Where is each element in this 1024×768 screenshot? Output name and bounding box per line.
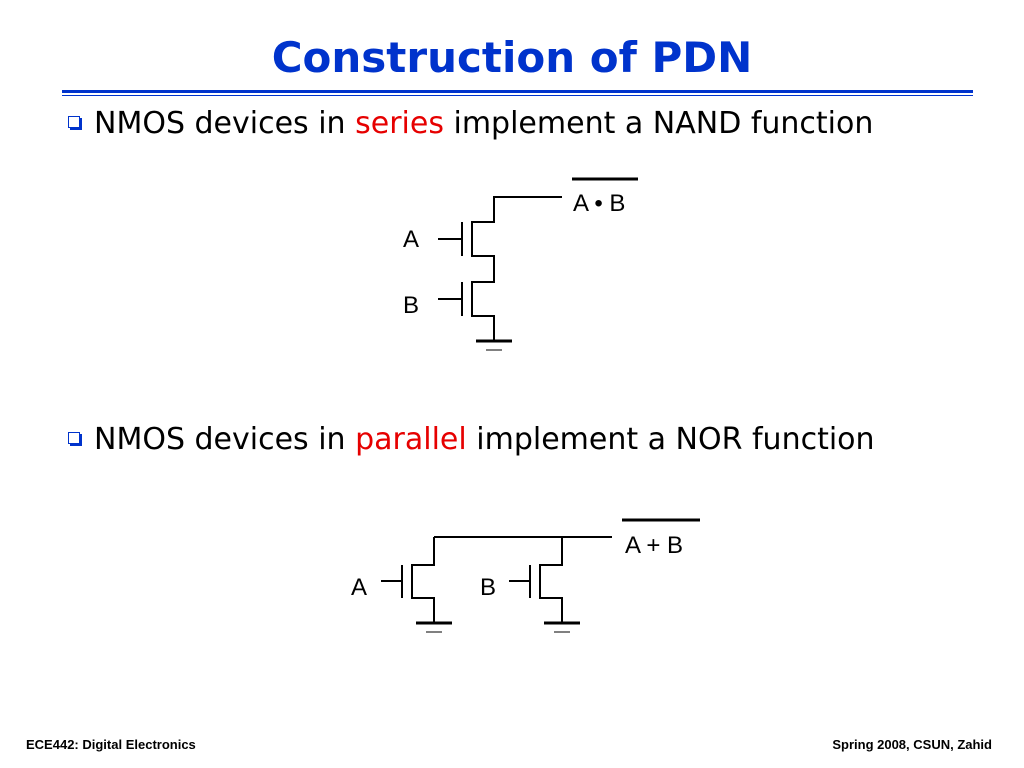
nand-series-path	[471, 196, 562, 340]
nor-output-label: A + B	[625, 532, 683, 559]
bullet-text-suffix: implement a NAND function	[443, 106, 874, 141]
slide-title: Construction of PDN	[271, 33, 753, 82]
nand-pdn-circuit	[438, 177, 638, 351]
title-rule-thick	[62, 90, 973, 93]
bullet-parallel: NMOS devices in parallel implement a NOR…	[68, 422, 875, 458]
nand-input-a-label: A	[403, 226, 419, 253]
square-bullet-icon	[68, 115, 80, 128]
bullet-highlight: parallel	[355, 422, 467, 457]
title-rule-thin	[62, 95, 973, 96]
bullet-text-prefix: NMOS devices in	[94, 106, 356, 141]
square-bullet-icon	[68, 431, 80, 444]
nmos-a-channel	[411, 537, 435, 622]
footer-term-author: Spring 2008, CSUN, Zahid	[832, 737, 992, 752]
nor-input-b-label: B	[480, 574, 496, 601]
nmos-b-channel	[539, 537, 563, 622]
bullet-highlight: series	[355, 106, 444, 141]
nand-output-label: A • B	[573, 190, 625, 217]
footer-course: ECE442: Digital Electronics	[26, 737, 196, 752]
nand-input-b-label: B	[403, 292, 419, 319]
bullet-series: NMOS devices in series implement a NAND …	[68, 106, 873, 142]
nor-input-a-label: A	[351, 574, 367, 601]
bullet-text-prefix: NMOS devices in	[94, 422, 356, 457]
nor-pdn-circuit	[381, 518, 700, 633]
bullet-text-suffix: implement a NOR function	[466, 422, 875, 457]
